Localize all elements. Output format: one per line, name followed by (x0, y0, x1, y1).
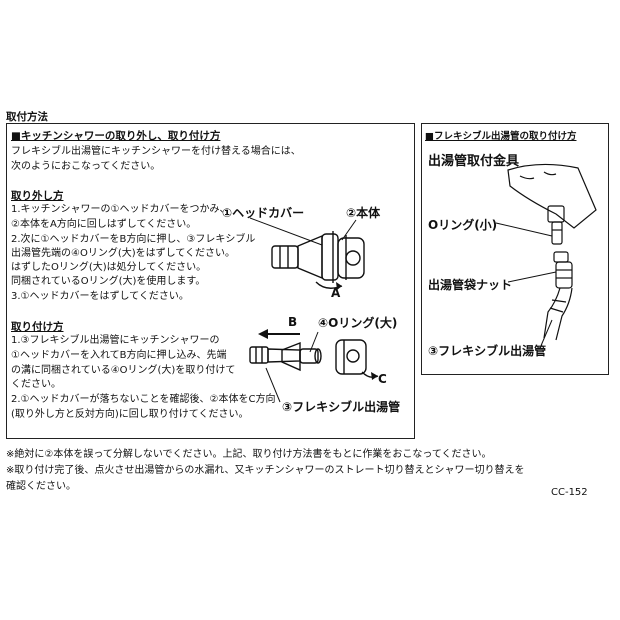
arrow-c-label: C (378, 372, 387, 386)
install-line-5: 2.①ヘッドカバーが落ちないことを確認後、②本体をC方向 (11, 394, 276, 405)
kitchen-shower-install-illustration (249, 339, 367, 375)
removal-line-1: 1.キッチンシャワーの①ヘッドカバーをつかみ、 (11, 204, 230, 215)
doc-code: CC-152 (551, 487, 588, 498)
arrow-a-label: A (331, 286, 341, 300)
kitchen-shower-removal-illustration (271, 231, 365, 283)
install-line-1: 1.③フレキシブル出湯管にキッチンシャワーの (11, 335, 220, 346)
note-2: ※取り付け完了後、点火させ出湯管からの水漏れ、又キッチンシャワーのストレート切り… (6, 465, 525, 476)
label-nut: 出湯管袋ナット (428, 278, 513, 292)
removal-line-3: 2.次に①ヘッドカバーをB方向に押し、③フレキシブル (11, 234, 256, 245)
label-body: ②本体 (346, 206, 381, 220)
left-instructions-panel (6, 123, 415, 439)
removal-line-6: 同梱されているOリング(大)を使用します。 (11, 276, 206, 287)
install-line-6: (取り外し方と反対方向)に回し取り付けてください。 (11, 409, 249, 420)
removal-line-5: はずしたOリング(大)は処分してください。 (11, 262, 207, 273)
removal-line-7: 3.①ヘッドカバーをはずしてください。 (11, 291, 189, 302)
note-3: 確認ください。 (6, 481, 76, 492)
label-flex-pipe-right: ③フレキシブル出湯管 (428, 344, 547, 358)
left-heading: ■キッチンシャワーの取り外し、取り付け方 (11, 130, 221, 142)
removal-line-2: ②本体をA方向に回しはずしてください。 (11, 219, 197, 230)
install-heading: 取り付け方 (11, 321, 64, 333)
page-title: 取付方法 (6, 111, 48, 123)
right-instructions-panel (421, 123, 609, 375)
flexible-pipe-illustration (543, 251, 573, 341)
arrow-b-label: B (288, 315, 298, 329)
label-oring-large: ④Oリング(大) (318, 316, 398, 330)
intro-line-1: フレキシブル出湯管にキッチンシャワーを付け替える場合には、 (11, 146, 301, 157)
label-flex-pipe-left: ③フレキシブル出湯管 (282, 400, 401, 414)
install-line-2: ①ヘッドカバーを入れてB方向に押し込み、先端 (11, 350, 227, 361)
right-heading: ■フレキシブル出湯管の取り付け方 (425, 131, 577, 142)
intro-line-2: 次のようにおこなってください。 (11, 161, 161, 172)
faucet-fitting-illustration (507, 163, 597, 245)
label-oring-small: Oリング(小) (428, 218, 498, 232)
label-head-cover: ①ヘッドカバー (222, 206, 305, 220)
removal-heading: 取り外し方 (11, 190, 64, 202)
removal-line-4: 出湯管先端の④Oリング(大)をはずしてください。 (11, 248, 236, 259)
note-1: ※絶対に②本体を誤って分解しないでください。上記、取り付け方法書をもとに作業をお… (6, 449, 492, 460)
install-line-3: の溝に同梱されている④Oリング(大)を取り付けて (11, 365, 236, 376)
label-fitting: 出湯管取付金具 (428, 154, 520, 169)
install-line-4: ください。 (11, 379, 61, 390)
